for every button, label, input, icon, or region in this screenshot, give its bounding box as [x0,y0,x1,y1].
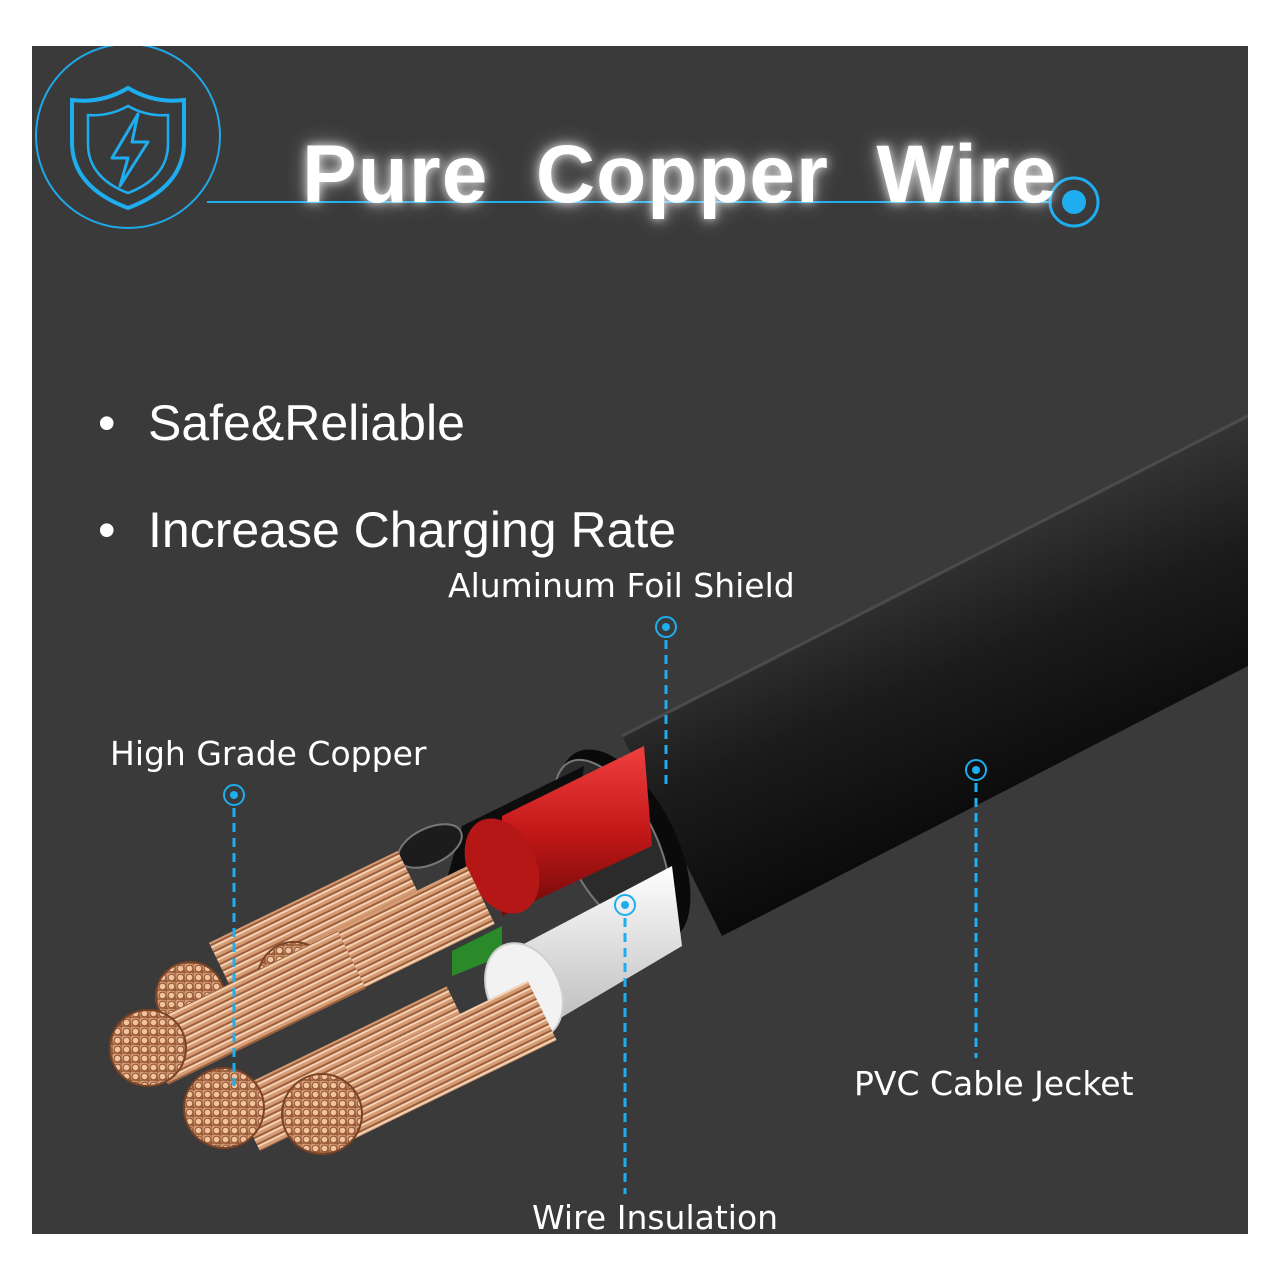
label-insulation: Wire Insulation [532,1198,779,1234]
callout-foil-pointer [655,616,677,786]
shield-lightning-icon [70,85,186,211]
label-jacket: PVC Cable Jecket [854,1064,1134,1103]
cable-illustration [35,46,1248,1194]
pvc-jacket [622,416,1248,936]
callout-jacket-pointer [965,759,987,1058]
callout-copper-pointer [223,784,245,1086]
feature-list: • Safe&Reliable • Increase Charging Rate [98,391,676,605]
copper-strands [109,850,557,1155]
bullet-icon: • [98,395,116,451]
feature-item: • Increase Charging Rate [98,498,676,605]
feature-label: Increase Charging Rate [148,502,677,558]
bullet-icon: • [98,502,116,558]
callout-insulation-pointer [614,894,636,1194]
green-wire-insulation [452,926,502,976]
feature-label: Safe&Reliable [148,395,465,451]
label-copper: High Grade Copper [110,734,427,773]
feature-item: • Safe&Reliable [98,391,676,498]
product-panel: Pure Copper Wire • Safe&Reliable • Increas… [32,46,1248,1234]
label-foil-shield: Aluminum Foil Shield [448,566,795,605]
red-wire-insulation [502,746,652,916]
page-title: Pure Copper Wire [302,129,1058,220]
